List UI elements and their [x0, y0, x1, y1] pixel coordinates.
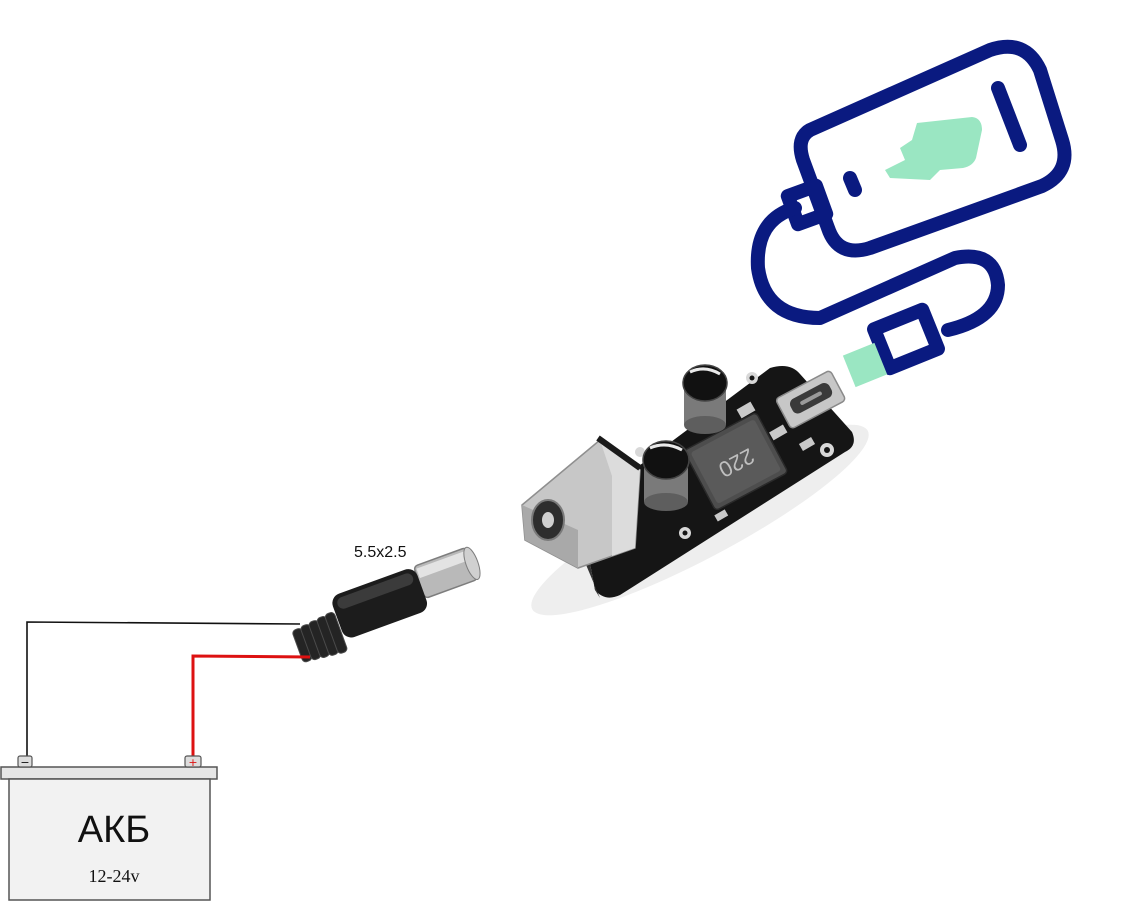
connector-size-label: 5.5x2.5	[354, 544, 407, 561]
terminal-positive	[184, 755, 202, 768]
terminal-plus-symbol: +	[188, 756, 197, 769]
battery-label: АКБ	[78, 809, 150, 851]
battery-lid	[0, 766, 218, 780]
battery-voltage: 12-24v	[89, 866, 140, 886]
battery-body	[8, 778, 211, 901]
usb-plug-tip	[842, 342, 888, 388]
terminal-minus-symbol: −	[20, 756, 29, 769]
battery: − + АКБ 12-24v	[0, 755, 218, 901]
dc-plug	[292, 546, 481, 663]
dc-jack-socket	[521, 435, 642, 569]
dc-dc-module: 220	[521, 364, 869, 616]
wire-positive	[191, 654, 311, 758]
power-bank-icon	[750, 39, 1072, 376]
lightning-icon	[885, 117, 982, 180]
capacitor-left	[642, 440, 690, 511]
wire-negative	[26, 621, 301, 758]
terminal-negative	[17, 755, 33, 768]
capacitor-right	[682, 364, 728, 434]
